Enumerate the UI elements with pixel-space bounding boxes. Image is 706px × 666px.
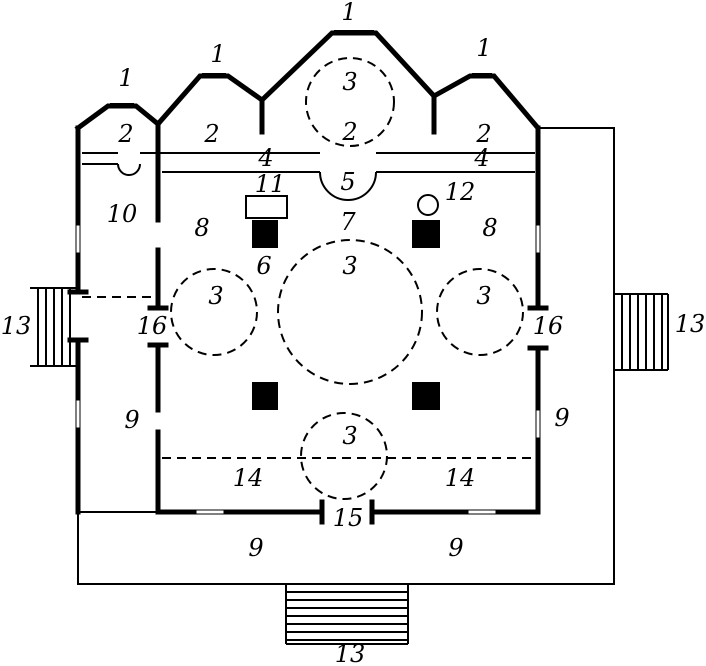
label-chapel: 10 (107, 200, 138, 228)
porch-left (30, 287, 78, 367)
label-door-right: 16 (533, 312, 564, 340)
label-apse-center: 2 (341, 118, 357, 146)
label-drum-bottom: 3 (342, 422, 357, 450)
label-porch-bottom: 13 (335, 640, 366, 666)
label-solea: 7 (340, 208, 356, 236)
iconostasis (82, 152, 535, 201)
label-drum-left: 3 (208, 282, 223, 310)
label-entrance: 15 (333, 504, 364, 532)
font-circle (417, 194, 439, 216)
porch-bottom (285, 584, 409, 645)
label-font: 12 (445, 178, 476, 206)
wall-windows (75, 224, 541, 515)
label-apse-left: 2 (203, 120, 219, 148)
label-ambo: 5 (340, 168, 355, 196)
label-iconostasis-left: 4 (257, 144, 273, 172)
label-gallery-left: 9 (124, 406, 139, 434)
label-apse-right: 2 (475, 120, 491, 148)
label-drum-main: 3 (342, 252, 357, 280)
pillar-sw (252, 382, 278, 410)
porch-right (614, 293, 669, 371)
label-drum-right: 3 (476, 282, 491, 310)
label-gallery-right: 9 (554, 404, 569, 432)
label-dome-left-small: 1 (118, 64, 133, 92)
label-gallery-bottom-left: 9 (248, 534, 263, 562)
label-nave-right: 8 (482, 214, 497, 242)
label-choir-right: 14 (445, 464, 476, 492)
label-apse-small-left: 2 (117, 120, 133, 148)
label-altar-box: 11 (255, 170, 286, 198)
label-porch-left: 13 (1, 312, 32, 340)
label-gallery-bottom-right: 9 (448, 534, 463, 562)
label-pillar: 6 (256, 252, 271, 280)
pillar-ne (412, 220, 440, 248)
altar-box (245, 195, 288, 219)
label-door-left: 16 (137, 312, 168, 340)
label-drum-center: 3 (342, 68, 357, 96)
label-dome-left-mid: 1 (210, 40, 225, 68)
pillars (245, 194, 440, 410)
label-porch-right: 13 (675, 310, 706, 338)
label-dome-center: 1 (341, 0, 356, 26)
label-dome-right: 1 (476, 34, 491, 62)
label-nave-left: 8 (194, 214, 209, 242)
drums (82, 57, 535, 500)
label-iconostasis-right: 4 (473, 144, 489, 172)
pillar-nw (252, 220, 278, 248)
pillar-se (412, 382, 440, 410)
dome-outline (74, 30, 542, 135)
label-choir-left: 14 (233, 464, 264, 492)
